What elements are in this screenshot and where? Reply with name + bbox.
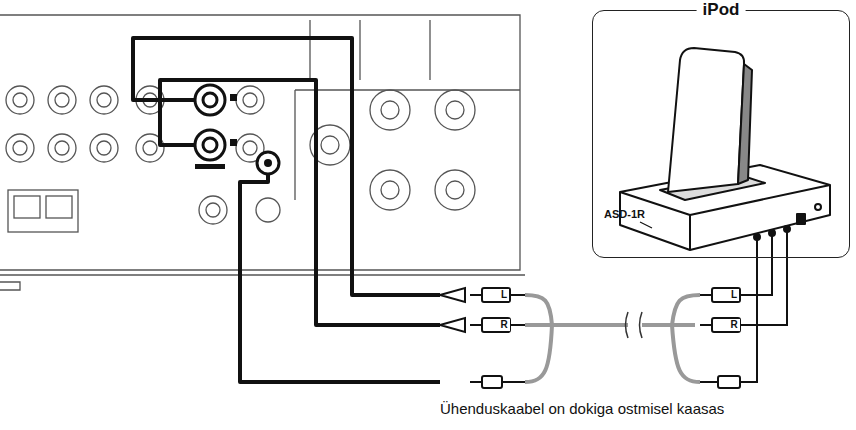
ipod-dock xyxy=(620,48,830,250)
channel-label: L xyxy=(729,289,739,301)
left-plugs xyxy=(470,288,525,388)
part-label: ASD-1R xyxy=(604,208,645,220)
dock-wires xyxy=(748,232,787,382)
amplifier-panel xyxy=(0,15,525,290)
adapter-arrows xyxy=(440,288,465,332)
frame-title: iPod xyxy=(697,0,746,20)
channel-label: L xyxy=(499,289,509,301)
audio-wires xyxy=(133,38,440,382)
right-plugs xyxy=(700,288,748,388)
rca-jacks xyxy=(195,85,279,174)
note-text: Ühenduskaabel on dokiga ostmisel kaasas xyxy=(440,400,724,417)
leader-line xyxy=(640,222,652,228)
connection-cable xyxy=(525,295,700,382)
cable-break xyxy=(626,312,643,338)
channel-label: R xyxy=(498,319,509,331)
channel-label: R xyxy=(728,319,739,331)
product-frame: iPod xyxy=(592,10,850,258)
